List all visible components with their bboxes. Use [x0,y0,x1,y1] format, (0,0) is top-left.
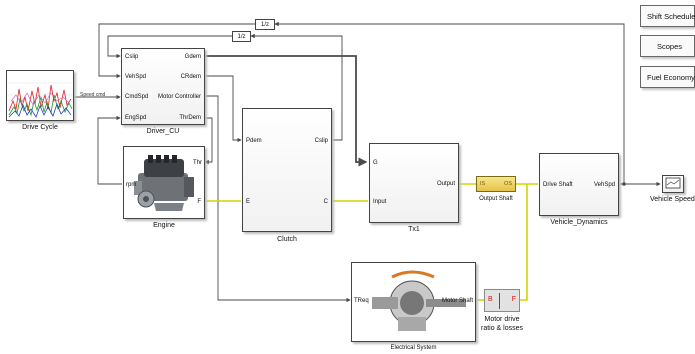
wire-engspd [98,118,122,184]
port-thr-in: Thr [193,160,202,167]
output-shaft-os-label: OS [504,181,512,187]
port-cslip-in: Cslip [125,54,138,61]
driver-cu-caption: Driver_CU [121,128,205,136]
shift-schedule-button[interactable]: Shift Schedule [640,5,695,27]
drive-cycle-caption: Drive Cycle [6,124,74,132]
motor-drive-f-label: F [512,296,516,303]
port-g-in: G [373,160,378,167]
port-cslip-out: Cslip [315,138,328,145]
output-shaft-caption: Output Shaft [466,195,526,203]
port-motor-controller-out: Motor Controller [158,94,201,101]
port-rpm-out: rpm [126,182,136,189]
port-input-in: Input [373,199,386,206]
vehicle-dynamics-caption: Vehicle_Dynamics [534,219,624,227]
port-treq-in: TReq [354,298,369,305]
port-vehspd-out: VehSpd [594,182,615,189]
motor-drive-caption-2: ratio & losses [472,325,532,333]
port-c-out: C [324,199,328,206]
electrical-system-block[interactable]: TReq Motor Shaft [351,262,476,342]
motor-drive-b-label: B [488,296,493,303]
vehicle-speed-caption: Vehicle Speed [650,196,695,204]
port-crdem-out: CRdem [181,74,201,81]
wire-thrdem [205,118,212,162]
output-shaft-is-label: IS [480,181,485,187]
fuel-economy-button[interactable]: Fuel Economy [640,66,695,88]
engine-block[interactable]: rpm Thr F [123,146,205,219]
output-shaft-block[interactable]: IS OS [476,176,516,192]
drive-cycle-block[interactable] [6,70,74,121]
gear-symbol-icon [499,293,506,309]
port-pdem-in: Pdem [246,138,262,145]
port-motor-shaft-out: Motor Shaft [442,298,473,305]
port-cmdspd-in: CmdSpd [125,94,148,101]
vehicle-dynamics-block[interactable]: Drive Shaft VehSpd [539,153,619,216]
wire-crdem [205,76,241,140]
port-e-in: E [246,199,250,206]
clutch-caption: Clutch [242,236,332,244]
tx1-caption: Tx1 [369,226,459,234]
clutch-block[interactable]: Pdem E Cslip C [242,108,332,232]
port-vehspd-in: VehSpd [125,74,146,81]
scopes-button[interactable]: Scopes [640,35,695,57]
engine-caption: Engine [123,222,205,230]
motor-drive-block[interactable]: B F [484,289,520,312]
unit-delay-top[interactable]: 1/z [255,19,275,30]
drive-cycle-plot-icon [7,71,73,120]
port-engspd-in: EngSpd [125,115,146,122]
driver-cu-block[interactable]: Cslip VehSpd CmdSpd EngSpd Gdem CRdem Mo… [121,48,205,125]
port-drive-shaft-in: Drive Shaft [543,182,573,189]
electrical-system-caption: Electrical System [351,344,476,352]
unit-delay-bottom[interactable]: 1/z [232,31,251,42]
junction-dot [622,182,626,186]
vehicle-speed-scope[interactable] [662,175,684,193]
port-output-out: Output [437,181,455,188]
speed-cmd-label: Speed cmd [80,92,105,98]
motor-drive-caption-1: Motor drive [472,316,532,324]
scope-icon [663,176,683,192]
tx1-block[interactable]: G Input Output [369,143,459,223]
port-thrdem-out: ThrDem [179,115,201,122]
port-f-out: F [197,199,201,206]
port-gdem-out: Gdem [185,54,201,61]
